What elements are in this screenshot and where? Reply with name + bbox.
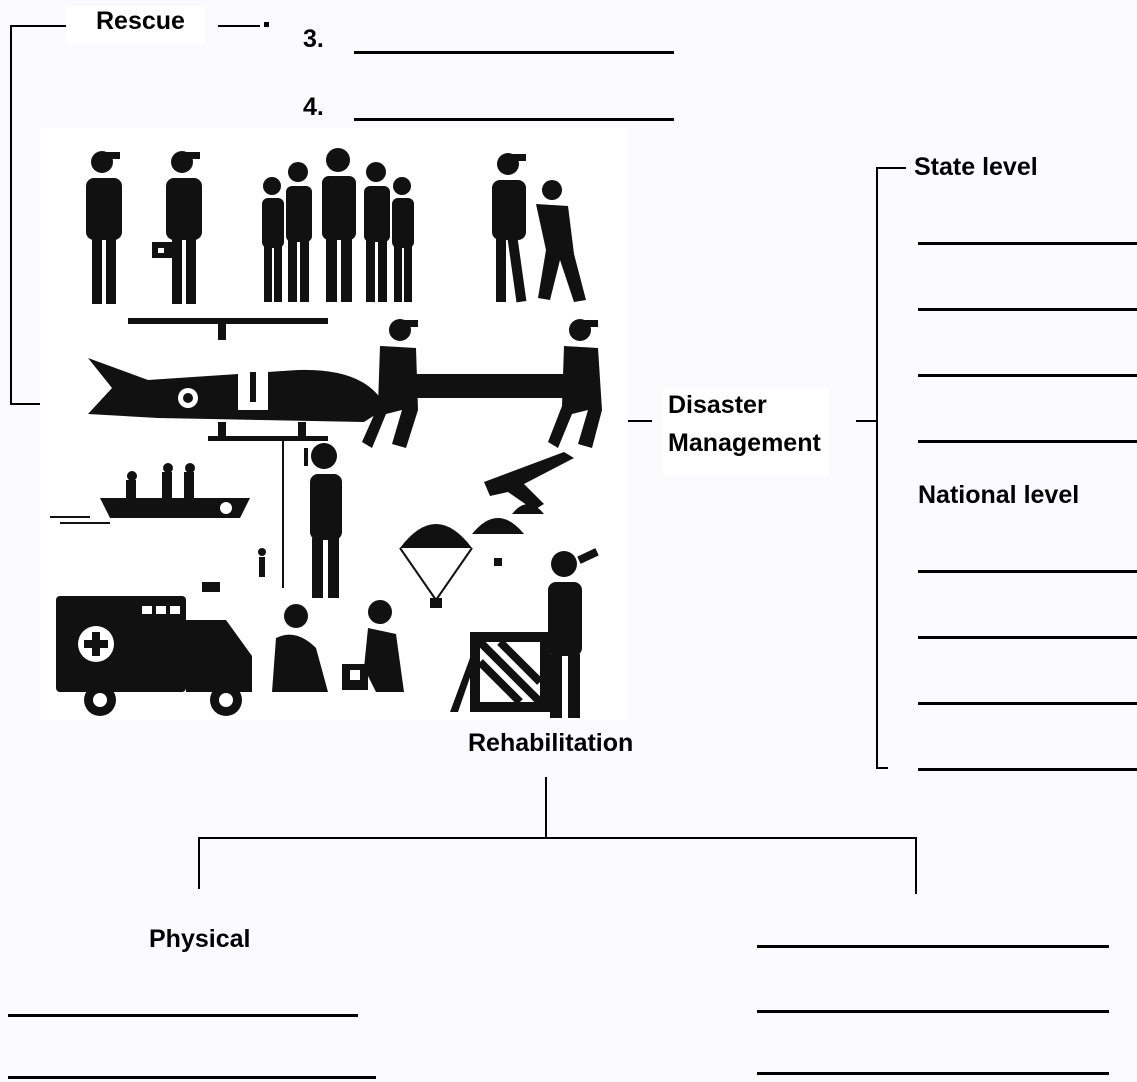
rescue-bracket-vertical <box>10 25 12 403</box>
rehab-branch-left <box>198 837 200 889</box>
disaster-management-illustration <box>40 128 628 720</box>
radio-operator-icon <box>304 443 342 598</box>
rescue-connector-dot <box>264 22 269 27</box>
helicopter-icon <box>88 318 386 588</box>
state-level-blank-2[interactable] <box>918 308 1137 311</box>
national-level-blank-3[interactable] <box>918 702 1137 705</box>
disaster-right-connector <box>856 420 876 422</box>
rescue-bracket-bottom <box>10 403 58 405</box>
rehabilitation-label: Rehabilitation <box>468 729 634 757</box>
national-level-label: National level <box>918 481 1080 509</box>
stretcher-carriers-icon <box>362 319 602 448</box>
rehab-stem <box>545 777 547 837</box>
rescue-connector <box>218 25 260 27</box>
disaster-management-label: Disaster Management <box>662 388 829 476</box>
management-text: Management <box>668 429 821 457</box>
disaster-text: Disaster <box>668 391 767 419</box>
national-level-blank-4[interactable] <box>918 768 1137 771</box>
levels-bracket-vertical <box>876 167 878 767</box>
radio-rope-person <box>258 548 266 577</box>
national-level-blank-1[interactable] <box>918 570 1137 573</box>
medic-with-kit-icon <box>152 151 202 304</box>
levels-bracket-bottom <box>876 767 888 769</box>
rescue-team-icon <box>262 148 414 302</box>
rescue-label: Rescue <box>66 6 205 44</box>
state-level-blank-1[interactable] <box>918 242 1137 245</box>
physical-label: Physical <box>149 925 251 953</box>
rehab-branch <box>198 837 917 839</box>
drinking-person-icon <box>548 548 599 718</box>
national-level-blank-2[interactable] <box>918 636 1137 639</box>
state-level-blank-4[interactable] <box>918 440 1137 443</box>
item-3-number: 3. <box>303 25 324 53</box>
boat-icon <box>50 463 250 524</box>
rescuer-helping-victim-icon <box>492 153 586 303</box>
rehab-right-blank-1[interactable] <box>757 945 1109 948</box>
item-4-number: 4. <box>303 93 324 121</box>
rehab-branch-right <box>915 837 917 894</box>
rehab-right-blank-3[interactable] <box>757 1072 1109 1075</box>
ambulance-icon <box>56 582 252 716</box>
rehab-right-blank-2[interactable] <box>757 1010 1109 1013</box>
rescue-bracket-top <box>10 25 66 27</box>
airplane-icon <box>484 452 574 510</box>
item-4-blank[interactable] <box>354 118 674 121</box>
parachute-drop-icon <box>399 504 544 608</box>
item-3-blank[interactable] <box>354 51 674 54</box>
rescuer-icon <box>86 151 122 304</box>
supply-crate-icon <box>450 632 550 712</box>
state-level-blank-3[interactable] <box>918 374 1137 377</box>
physical-blank-2[interactable] <box>8 1076 376 1079</box>
first-aid-icon <box>272 600 404 692</box>
state-level-label: State level <box>914 153 1038 181</box>
physical-blank-1[interactable] <box>8 1014 358 1017</box>
levels-bracket-top <box>876 167 906 169</box>
disaster-left-connector <box>622 420 652 422</box>
